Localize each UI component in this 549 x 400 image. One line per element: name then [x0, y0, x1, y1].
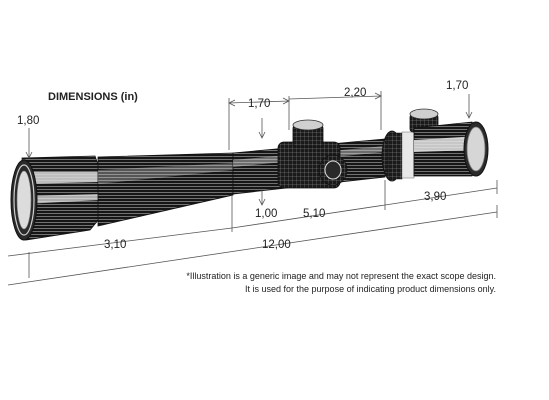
eyepiece	[413, 121, 479, 177]
windage-turret	[318, 154, 348, 186]
dimension-lines	[7, 91, 498, 286]
power-ring	[381, 130, 415, 182]
eyepiece-diameter-label: 1,70	[446, 80, 468, 92]
turret-width-label: 1,70	[248, 98, 270, 110]
elevation-turret	[292, 119, 324, 148]
turret-assembly	[277, 119, 348, 189]
tube-diameter-label: 1,00	[255, 208, 277, 220]
eyepiece-length-label: 3,90	[424, 191, 446, 203]
turret-to-power-ring-label: 2,20	[344, 87, 366, 99]
diagram-title: DIMENSIONS (in)	[48, 91, 138, 103]
objective-bell	[21, 155, 101, 241]
disclaimer-line-2: It is used for the purpose of indicating…	[245, 284, 496, 294]
objective-length-label: 3,10	[104, 239, 126, 251]
objective-taper	[97, 152, 234, 227]
eyepiece-lens-rim	[463, 121, 489, 177]
objective-lens-rim	[10, 159, 38, 241]
tube-length-label: 5,10	[303, 208, 325, 220]
objective-diameter-label: 1,80	[17, 115, 39, 127]
scope-illustration	[10, 108, 489, 241]
overall-length-label: 12,00	[262, 239, 291, 251]
disclaimer-line-1: *Illustration is a generic image and may…	[186, 271, 496, 281]
